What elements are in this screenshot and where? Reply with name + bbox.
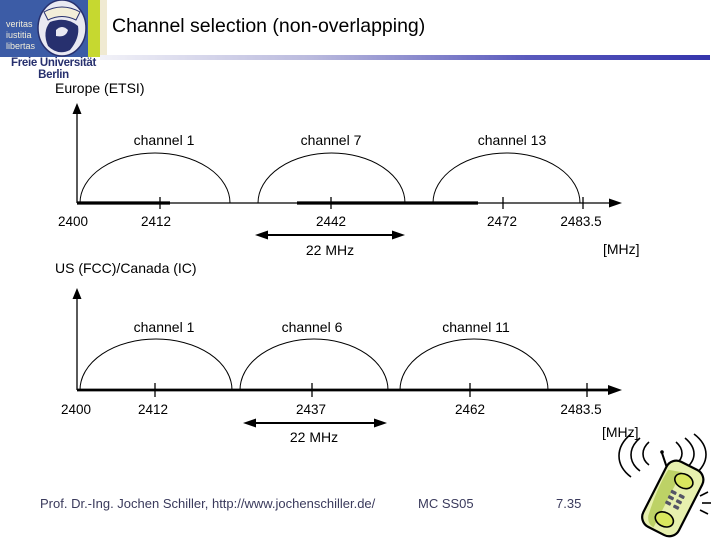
phone-antenna — [661, 452, 669, 472]
europe-bandwidth-arrow — [255, 230, 405, 240]
us-y-axis-arrow-icon — [72, 288, 82, 299]
europe-heading: Europe (ETSI) — [55, 80, 145, 96]
motto-line-1: veritas — [6, 19, 33, 29]
europe-tick-2483-5: 2483.5 — [560, 214, 602, 229]
europe-x-axis-arrow-icon — [609, 198, 622, 208]
us-tick-2437: 2437 — [295, 402, 327, 417]
logo-edge-strip — [100, 0, 107, 57]
europe-tick-2400: 2400 — [57, 214, 89, 229]
europe-y-axis-arrow-icon — [72, 103, 82, 114]
phone-keypad — [665, 489, 685, 510]
us-tick-2400: 2400 — [60, 402, 92, 417]
us-axis-ticks — [154, 383, 588, 397]
us-unit-label: [MHz] — [602, 424, 639, 440]
us-x-axis-arrow-icon — [608, 385, 622, 395]
us-channel-6-arc — [239, 338, 389, 391]
us-channel-arcs — [79, 338, 549, 391]
europe-bandwidth-label: 22 MHz — [305, 242, 355, 258]
motion-lines-icon — [699, 491, 711, 515]
us-channel-1-arc — [79, 338, 233, 391]
europe-channel-13-arc — [432, 152, 581, 204]
europe-axis-ticks — [159, 197, 584, 209]
europe-tick-2412: 2412 — [140, 214, 172, 229]
us-tick-2412: 2412 — [137, 402, 169, 417]
us-heading: US (FCC)/Canada (IC) — [55, 260, 197, 276]
us-channel-6-label: channel 6 — [281, 319, 343, 335]
phone-antenna-tip — [660, 450, 664, 454]
us-tick-2462: 2462 — [454, 402, 486, 417]
us-bandwidth-label: 22 MHz — [289, 429, 339, 445]
us-channel-11-label: channel 11 — [442, 319, 510, 335]
europe-channel-1-arc — [79, 152, 231, 204]
footer-slide-number: 7.35 — [556, 496, 582, 511]
europe-channel-arcs — [79, 152, 581, 204]
logo-motto: veritas iustitia libertas — [6, 19, 35, 52]
us-channel-11-arc — [399, 338, 549, 391]
phone-body — [641, 459, 705, 538]
university-name: Freie Universität Berlin — [10, 57, 97, 81]
europe-tick-2442: 2442 — [315, 214, 347, 229]
europe-unit-label: [MHz] — [603, 241, 640, 257]
us-bandwidth-arrow — [243, 418, 387, 428]
europe-channel-7-label: channel 7 — [300, 132, 362, 148]
europe-tick-2472: 2472 — [486, 214, 518, 229]
footer-author: Prof. Dr.-Ing. Jochen Schiller, http://w… — [40, 496, 376, 511]
europe-channel-13-label: channel 13 — [477, 132, 547, 148]
logo-accent-bar — [88, 0, 100, 57]
motto-line-2: iustitia — [6, 30, 32, 40]
slide-title: Channel selection (non-overlapping) — [112, 15, 426, 37]
signal-waves-icon — [618, 433, 707, 478]
us-tick-2483-5: 2483.5 — [560, 402, 602, 417]
footer-course: MC SS05 — [418, 496, 474, 511]
us-channel-1-label: channel 1 — [133, 319, 195, 335]
europe-channel-1-label: channel 1 — [133, 132, 195, 148]
europe-channel-7-arc — [257, 152, 406, 204]
title-underline — [100, 55, 710, 60]
motto-line-3: libertas — [6, 41, 36, 51]
